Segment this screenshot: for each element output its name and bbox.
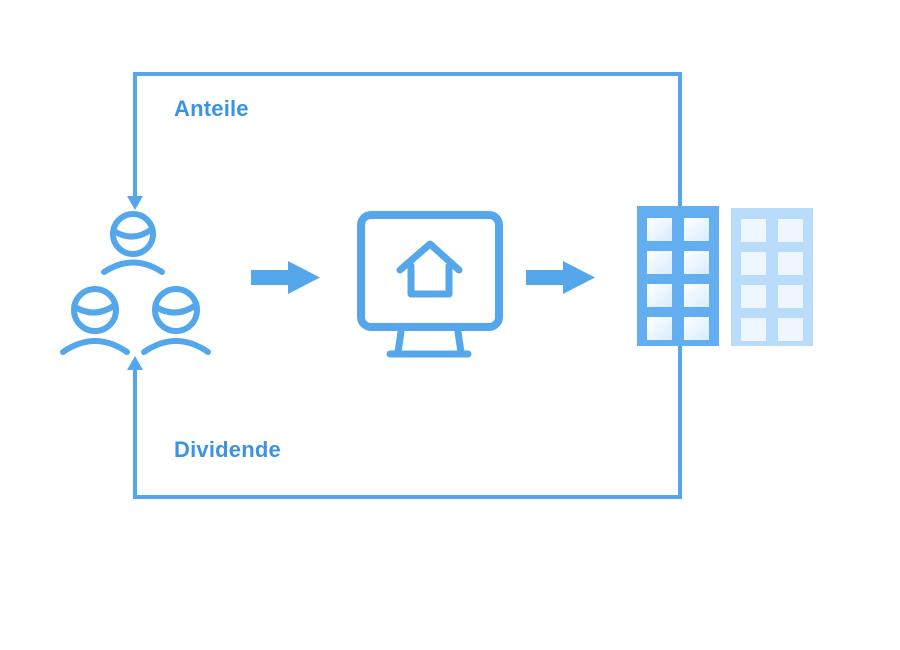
dividend-flow-line — [133, 345, 682, 499]
investors-icon — [60, 211, 211, 355]
shares-flow-line — [133, 72, 682, 235]
arrow-right-icon — [251, 261, 320, 294]
monitor-home-icon — [357, 211, 503, 358]
arrow-right-icon — [526, 261, 595, 294]
shares-label: Anteile — [174, 96, 249, 121]
shares-arrowhead — [127, 196, 143, 210]
dividend-arrowhead — [127, 356, 143, 370]
dividend-label: Dividende — [174, 437, 281, 462]
buildings-icon — [637, 206, 813, 346]
